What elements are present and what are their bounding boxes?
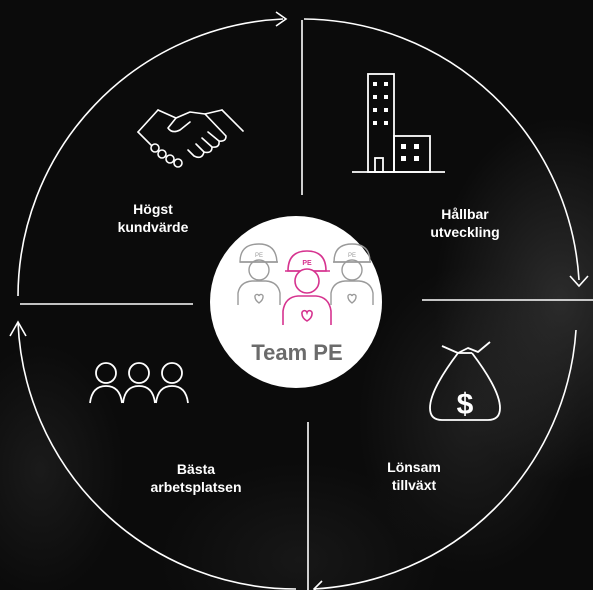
- people-group-icon: [89, 362, 189, 404]
- label-sustainable-development: Hållbar utveckling: [385, 205, 545, 241]
- dollar-sign-icon: $: [457, 388, 474, 421]
- arc-bottom-left: [17, 321, 297, 590]
- label-best-workplace: Bästa arbetsplatsen: [116, 460, 276, 496]
- label-line-1: Hållbar: [441, 206, 489, 222]
- label-customer-value: Högst kundvärde: [73, 200, 233, 236]
- arc-bottom-right: [313, 329, 577, 590]
- cap-label-center: PE: [302, 260, 312, 267]
- team-icon: [237, 243, 374, 325]
- label-line-1: Högst: [133, 201, 173, 217]
- arrowhead-left: [9, 320, 27, 337]
- building-windows: [373, 82, 419, 161]
- center-title: Team PE: [251, 340, 343, 365]
- arrowhead-top: [275, 11, 288, 27]
- cap-label-left: PE: [255, 253, 263, 259]
- label-line-2: utveckling: [430, 224, 500, 240]
- arc-top-left: [17, 18, 284, 297]
- label-line-2: arbetsplatsen: [150, 479, 242, 495]
- label-profitable-growth: Lönsam tillväxt: [334, 458, 494, 494]
- label-line-1: Lönsam: [387, 459, 441, 475]
- money-bag-icon: [429, 341, 501, 421]
- label-line-2: tillväxt: [391, 477, 437, 493]
- cap-label-right: PE: [348, 253, 356, 259]
- label-line-2: kundvärde: [117, 219, 189, 235]
- label-line-1: Bästa: [176, 461, 216, 477]
- handshake-icon: [137, 109, 244, 168]
- arc-top-right: [303, 18, 580, 281]
- arrowhead-bottom: [312, 580, 323, 590]
- arrowhead-right: [569, 275, 589, 288]
- buildings-icon: [352, 73, 445, 173]
